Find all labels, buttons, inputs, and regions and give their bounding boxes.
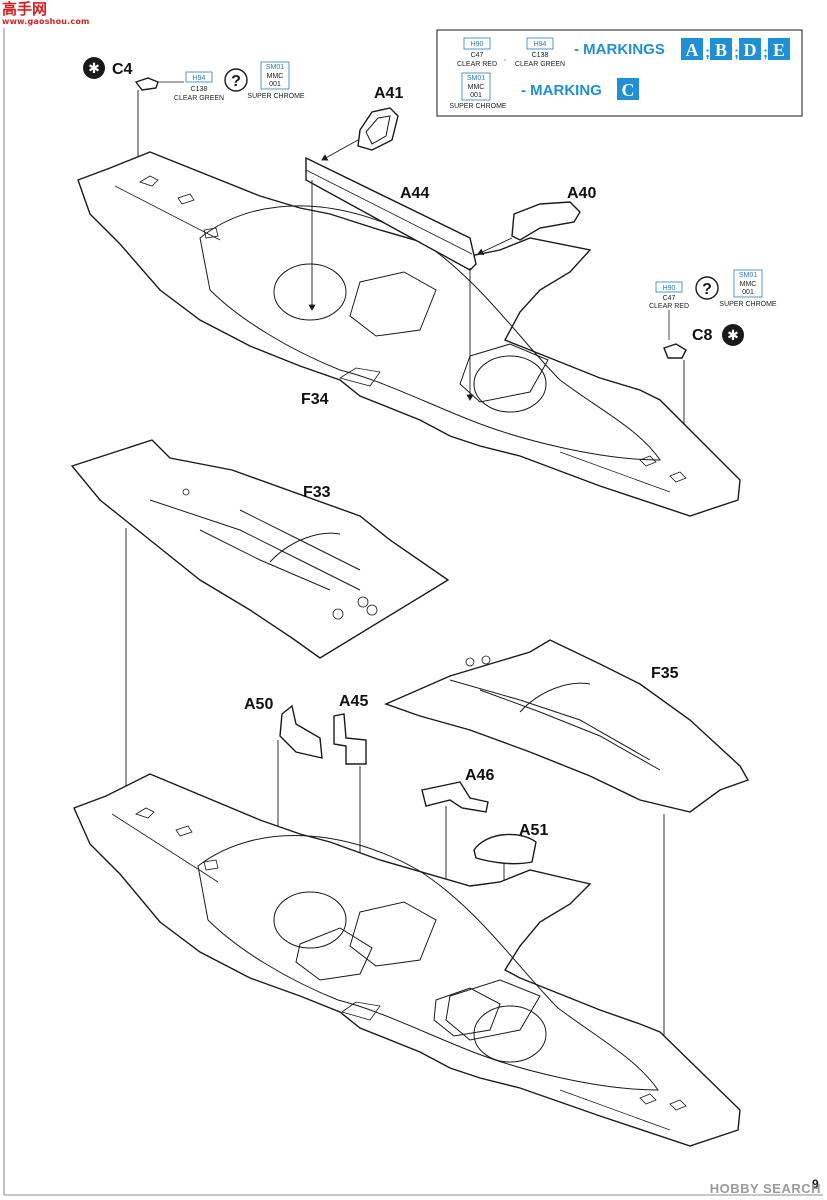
part-label-a44: A44 bbox=[400, 185, 429, 202]
chip-code: C47 bbox=[471, 52, 484, 59]
marking-letter: A bbox=[686, 40, 699, 60]
part-a44 bbox=[305, 156, 477, 271]
glue-icon bbox=[83, 57, 105, 79]
chip-name: SUPER CHROME bbox=[719, 301, 777, 308]
part-lower-wing-assembly bbox=[73, 773, 741, 1147]
separator: ; bbox=[705, 44, 710, 61]
page-frame bbox=[3, 28, 823, 1196]
part-c4 bbox=[134, 77, 159, 91]
callout-c4: ✱ C4 H94 C138 CLEAR GREEN ? SM01 MMC 001… bbox=[83, 57, 305, 179]
part-label-a51: A51 bbox=[519, 822, 548, 839]
chip-code: C138 bbox=[191, 86, 208, 93]
part-label-c4: C4 bbox=[112, 61, 133, 78]
paint-chip-super-chrome: SM01 MMC 001 SUPER CHROME bbox=[719, 269, 777, 308]
paint-chip-super-chrome: SM01 MMC 001 SUPER CHROME bbox=[247, 61, 305, 100]
glue-star: ✱ bbox=[88, 61, 100, 77]
part-a45 bbox=[333, 713, 367, 765]
chip-top-code: SM01 bbox=[467, 75, 485, 82]
part-c8 bbox=[663, 343, 687, 359]
question-icon bbox=[695, 276, 719, 300]
chip-name: SUPER CHROME bbox=[449, 103, 507, 110]
part-a41 bbox=[357, 107, 399, 151]
question-icon bbox=[224, 68, 248, 92]
markings-label: - MARKINGS bbox=[574, 41, 665, 58]
callout-c8: H90 C47 CLEAR RED ? SM01 MMC 001 SUPER C… bbox=[649, 269, 777, 463]
chip-code: MMC bbox=[267, 73, 284, 80]
chip-top-code: SM01 bbox=[266, 64, 284, 71]
marking-letter: B bbox=[715, 40, 727, 60]
chip-code-2: 001 bbox=[269, 81, 281, 88]
chip-code: MMC bbox=[740, 281, 757, 288]
chip-code: C47 bbox=[663, 295, 676, 302]
glue-star: ✱ bbox=[727, 328, 739, 344]
chip-name: CLEAR RED bbox=[649, 303, 689, 310]
part-label-f33: F33 bbox=[303, 484, 331, 501]
chip-name: SUPER CHROME bbox=[247, 93, 305, 100]
part-f33-upper-left-wing bbox=[70, 439, 450, 659]
chip-top-code: H90 bbox=[663, 285, 676, 292]
part-label-a45: A45 bbox=[339, 693, 368, 710]
part-label-c8: C8 bbox=[692, 327, 713, 344]
part-a46 bbox=[421, 781, 489, 813]
chip-code-2: 001 bbox=[470, 92, 482, 99]
marking-letters-abde: A ; B ; D ; E bbox=[681, 38, 790, 61]
paint-chip-clear-green: H94 C138 CLEAR GREEN bbox=[174, 71, 224, 102]
chip-code: C138 bbox=[532, 52, 549, 59]
paint-chip-super-chrome: SM01 MMC 001 SUPER CHROME bbox=[449, 72, 507, 110]
marking-letter: D bbox=[744, 40, 757, 60]
chip-name: CLEAR GREEN bbox=[515, 61, 565, 68]
part-label-a46: A46 bbox=[465, 767, 494, 784]
site-logo-text: 高手网 bbox=[2, 0, 48, 18]
site-logo-url: www.gaoshou.com bbox=[2, 17, 90, 26]
marking-letter: C bbox=[622, 80, 635, 100]
markings-legend-box: H90 C47 CLEAR RED , H94 C138 CLEAR GREEN… bbox=[436, 29, 803, 117]
chip-top-code: H94 bbox=[193, 75, 206, 82]
marking-letter: E bbox=[773, 40, 785, 60]
part-f35-upper-right-wing bbox=[384, 639, 750, 813]
chip-name: CLEAR RED bbox=[457, 61, 497, 68]
paint-chip-clear-green: H94 C138 CLEAR GREEN bbox=[515, 37, 565, 68]
part-label-a50: A50 bbox=[244, 696, 273, 713]
part-a51 bbox=[473, 833, 537, 865]
marking-label: - MARKING bbox=[521, 82, 602, 99]
chip-top-code: H94 bbox=[534, 41, 547, 48]
part-a40 bbox=[511, 201, 581, 241]
comma: , bbox=[504, 55, 506, 62]
chip-name: CLEAR GREEN bbox=[174, 95, 224, 102]
glue-icon bbox=[722, 324, 744, 346]
question-mark: ? bbox=[231, 73, 241, 90]
watermark: HOBBY SEARCH bbox=[709, 1181, 821, 1196]
separator: ; bbox=[734, 44, 739, 61]
question-mark: ? bbox=[702, 281, 712, 298]
paint-chip-clear-red: H90 C47 CLEAR RED bbox=[649, 281, 689, 310]
part-label-a41: A41 bbox=[374, 85, 403, 102]
chip-top-code: SM01 bbox=[739, 272, 757, 279]
page-number: 9 bbox=[812, 1177, 819, 1191]
separator: ; bbox=[763, 44, 768, 61]
chip-code-2: 001 bbox=[742, 289, 754, 296]
part-label-f34: F34 bbox=[301, 391, 329, 408]
site-logo: 高手网 www.gaoshou.com bbox=[2, 0, 90, 27]
part-label-a40: A40 bbox=[567, 185, 596, 202]
paint-chip-clear-red: H90 C47 CLEAR RED bbox=[457, 37, 497, 68]
part-label-f35: F35 bbox=[651, 665, 679, 682]
part-a50 bbox=[279, 704, 323, 759]
chip-code: MMC bbox=[468, 84, 485, 91]
chip-top-code: H90 bbox=[471, 41, 484, 48]
